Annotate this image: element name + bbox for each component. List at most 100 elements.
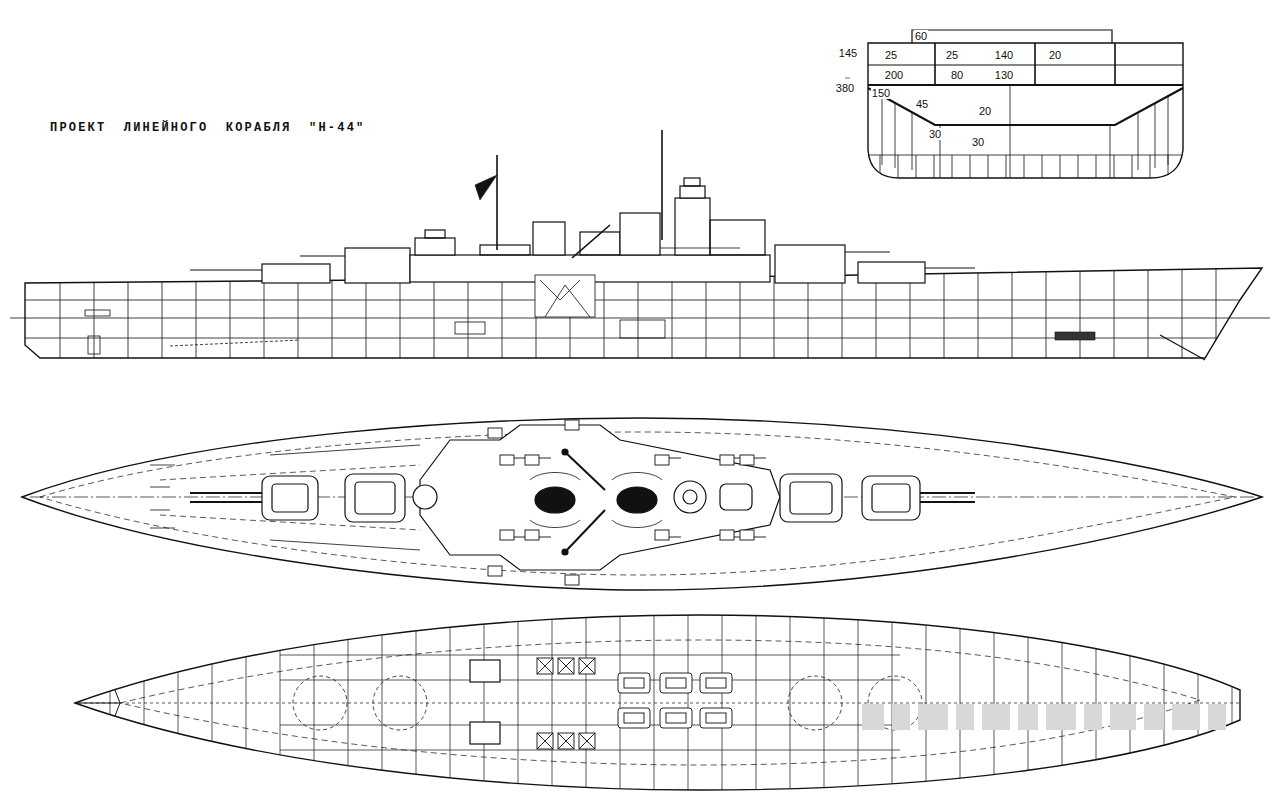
secondary-gun	[565, 575, 579, 585]
engine-unit	[660, 673, 692, 693]
secondary-gun	[539, 458, 551, 459]
armor-thickness: 80	[950, 69, 964, 81]
frame-line	[212, 610, 213, 795]
bottom-cell	[1042, 155, 1043, 178]
frame-line	[1012, 260, 1013, 360]
armor-thickness: 150	[871, 87, 891, 99]
frame-line	[332, 260, 333, 360]
top-view	[22, 418, 1262, 590]
frame-line	[722, 610, 723, 795]
secondary-gun	[754, 537, 766, 538]
armor-thickness: 25	[945, 49, 959, 61]
secondary-gun	[655, 455, 669, 465]
bottom-cell	[1168, 155, 1169, 178]
frame-line	[756, 610, 757, 795]
secondary-gun	[720, 530, 734, 540]
engine-unit	[624, 678, 644, 688]
armor-thickness: 380	[835, 82, 855, 94]
frame-line	[450, 610, 451, 795]
secondary-gun	[754, 458, 766, 459]
secondary-gun	[655, 530, 669, 540]
engine-unit	[618, 708, 650, 728]
boiler-box	[537, 733, 553, 749]
armor-thickness: 30	[971, 136, 985, 148]
frame-line	[978, 260, 979, 360]
bottom-cell	[1078, 155, 1079, 178]
watermark	[862, 704, 1226, 730]
frame-line	[162, 260, 163, 360]
frame-line	[824, 610, 825, 795]
bottom-cell	[916, 155, 917, 178]
boiler-box	[579, 733, 595, 749]
frame-line	[960, 610, 961, 795]
secondary-gun	[488, 566, 502, 576]
secondary-gun	[669, 537, 681, 538]
side-profile	[10, 130, 1270, 360]
frame-line	[314, 610, 315, 795]
bottom-cell	[952, 155, 953, 178]
frame-line	[926, 610, 927, 795]
frame-line	[774, 260, 775, 360]
boiler-box	[537, 733, 553, 749]
deck-plan	[60, 610, 1245, 795]
secondary-gun	[514, 458, 526, 459]
frame-line	[1080, 260, 1081, 360]
frame-line	[790, 610, 791, 795]
frame-line	[858, 610, 859, 795]
boiler-box	[558, 658, 574, 674]
engine-unit	[624, 713, 644, 723]
frame-line	[178, 610, 179, 795]
frame-line	[944, 260, 945, 360]
secondary-gun	[525, 455, 539, 465]
secondary-gun	[539, 537, 551, 538]
boiler-box	[537, 658, 553, 674]
frame-line	[382, 610, 383, 795]
secondary-gun	[740, 455, 754, 465]
boiler-box	[558, 658, 574, 674]
boiler-box	[537, 658, 553, 674]
bottom-cell	[1114, 155, 1115, 178]
cross-section	[845, 30, 1183, 178]
armor-thickness: 20	[978, 105, 992, 117]
armor-thickness: 25	[884, 49, 898, 61]
frame-line	[1046, 260, 1047, 360]
bottom-cell	[970, 155, 971, 178]
frame-line	[1148, 260, 1149, 360]
bottom-cell	[1132, 155, 1133, 178]
frame-line	[128, 260, 129, 360]
frame-line	[620, 610, 621, 795]
bottom-cell	[880, 155, 881, 178]
frame-line	[348, 610, 349, 795]
frame-line	[1062, 610, 1063, 795]
armor-thickness: 45	[915, 98, 929, 110]
boiler-box	[558, 733, 574, 749]
engine-unit	[700, 673, 732, 693]
armor-thickness: 60	[914, 30, 928, 42]
frame-line	[60, 260, 61, 360]
bottom-cell	[1150, 155, 1151, 178]
frame-line	[416, 610, 417, 795]
frame-line	[280, 610, 281, 795]
bottom-cell	[898, 155, 899, 178]
frame-line	[246, 610, 247, 795]
armor-thickness: 200	[884, 69, 904, 81]
frame-line	[1232, 610, 1233, 795]
frame-line	[1182, 260, 1183, 360]
bottom-cell	[988, 155, 989, 178]
boiler-box	[579, 733, 595, 749]
armor-thickness: 130	[994, 69, 1014, 81]
frame-line	[892, 610, 893, 795]
frame-line	[654, 610, 655, 795]
secondary-gun	[514, 537, 526, 538]
frame-line	[688, 610, 689, 795]
engine-unit	[618, 673, 650, 693]
frame-line	[1198, 610, 1199, 795]
engine-unit	[706, 713, 726, 723]
frame-line	[484, 610, 485, 795]
secondary-gun	[500, 455, 514, 465]
frame-line	[1130, 610, 1131, 795]
secondary-gun	[720, 455, 734, 465]
frame-line	[552, 610, 553, 795]
armor-thickness: 145	[838, 47, 858, 59]
